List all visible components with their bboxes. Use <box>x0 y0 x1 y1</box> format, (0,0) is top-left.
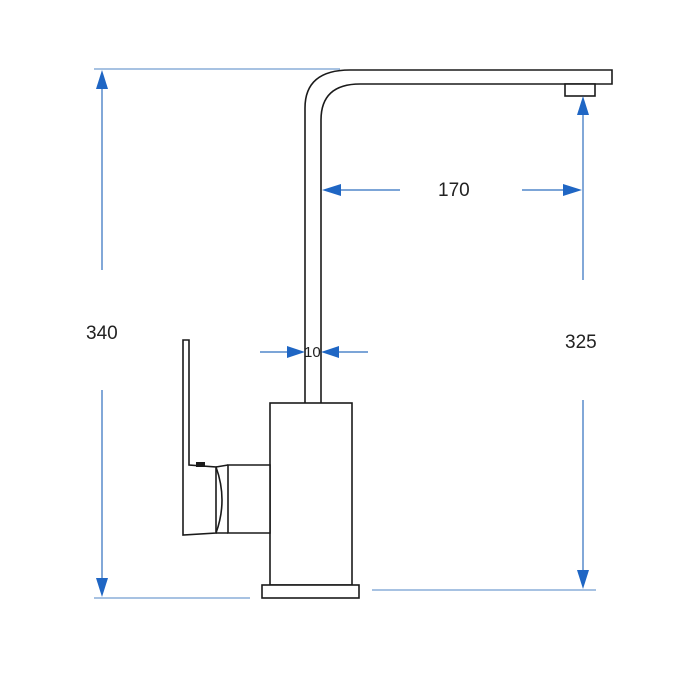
handle-joint <box>215 466 223 534</box>
dimension-total-height: 340 <box>86 68 340 599</box>
arrowhead-left <box>321 346 339 358</box>
spout-height-label: 325 <box>565 332 597 353</box>
arrowhead-left <box>322 184 341 196</box>
arrowhead-right <box>563 184 582 196</box>
handle-joint-rim <box>215 464 229 534</box>
aerator-nozzle <box>564 83 596 97</box>
arrowhead-up <box>577 96 589 115</box>
faucet-outline <box>182 69 613 599</box>
lever-indicator <box>196 462 205 467</box>
spout-diameter-label: 10 <box>304 344 321 361</box>
handle-connector <box>227 464 271 534</box>
lever-handle <box>182 339 217 536</box>
dimension-spout-reach: 170 <box>322 180 582 201</box>
spout-tube <box>304 69 613 403</box>
arrowhead-right <box>287 346 305 358</box>
arrowhead-up <box>96 70 108 89</box>
dimension-spout-height: 325 <box>372 96 597 591</box>
arrowhead-down <box>96 578 108 597</box>
spout-reach-label: 170 <box>438 180 470 201</box>
faucet-body <box>269 402 353 586</box>
total-height-label: 340 <box>86 323 118 344</box>
base-plate <box>261 584 360 599</box>
arrowhead-down <box>577 570 589 589</box>
dimension-spout-diameter: 10 <box>260 344 368 361</box>
